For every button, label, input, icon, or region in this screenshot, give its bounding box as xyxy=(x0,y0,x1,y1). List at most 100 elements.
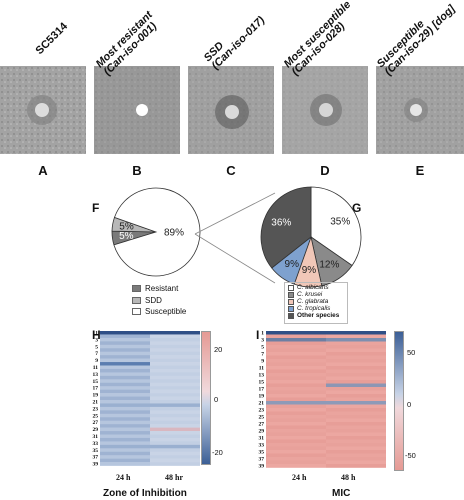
heatmap-cell xyxy=(100,420,150,425)
heatmap-cell xyxy=(326,457,386,461)
agar-plate-image xyxy=(376,66,464,154)
heatmap-cell xyxy=(326,348,386,353)
heatmap-cell xyxy=(150,434,200,439)
heatmap-cell xyxy=(100,365,150,370)
photo-panel-e xyxy=(376,66,464,154)
heatmap-cell xyxy=(266,334,326,339)
heatmap-cell xyxy=(100,462,150,466)
colorbar-h xyxy=(201,331,211,465)
heatmap-cell xyxy=(266,422,326,426)
agar-plate-image xyxy=(188,66,274,154)
heatmap-row-label: 11 xyxy=(93,365,98,371)
colorbar-h-tick: 0 xyxy=(214,395,219,404)
heatmap-row-label: 29 xyxy=(93,427,99,433)
heatmap-cell xyxy=(326,443,386,447)
heatmap-row-label: 23 xyxy=(93,406,99,412)
heatmap-row-label: 37 xyxy=(93,455,99,461)
heatmap-cell xyxy=(326,453,386,458)
heatmap-cell xyxy=(100,400,150,404)
legend-swatch xyxy=(288,284,294,291)
heatmap-cell xyxy=(100,375,150,380)
heatmap-cell xyxy=(150,379,200,384)
heatmap-i-col-label-2: 48 h xyxy=(341,473,356,482)
panel-letter-b: B xyxy=(132,163,142,178)
heatmap-h-caption: Zone of Inhibition xyxy=(103,488,187,499)
heatmap-cell xyxy=(326,383,386,388)
heatmap-cell xyxy=(150,389,200,394)
heatmap-cell xyxy=(326,366,386,370)
heatmap-cell xyxy=(150,400,200,404)
legend-item-c-krusei: C. krusei xyxy=(288,291,322,298)
heatmap-cell xyxy=(266,362,326,367)
heatmap-cell xyxy=(150,448,200,453)
heatmap-cell xyxy=(326,411,386,416)
heatmap-row-label: 17 xyxy=(93,386,99,392)
colorbar-i-tick: 0 xyxy=(407,400,412,409)
heatmap-cell xyxy=(266,415,326,419)
heatmap-cell xyxy=(100,379,150,384)
heatmap-cell xyxy=(150,331,200,335)
pie-label: 5% xyxy=(119,222,134,233)
heatmap-cell xyxy=(326,390,386,395)
heatmap-cell xyxy=(150,462,200,466)
heatmap-cell xyxy=(100,362,150,366)
panel-a-title: SC5314 xyxy=(33,20,71,57)
legend-item-resistant: Resistant xyxy=(132,284,178,293)
heatmap-cell xyxy=(150,444,200,449)
heatmap-cell xyxy=(266,394,326,398)
heatmap-cell xyxy=(150,431,200,435)
heatmap-cell xyxy=(326,373,386,377)
zoom-connector xyxy=(194,192,276,284)
heatmap-row-label: 11 xyxy=(259,366,264,372)
heatmap-cell xyxy=(326,380,386,384)
legend-swatch xyxy=(132,285,141,292)
heatmap-cell xyxy=(266,366,326,370)
heatmap-cell xyxy=(150,351,200,356)
heatmap-cell xyxy=(326,345,386,349)
heatmap-cell xyxy=(326,331,386,335)
heatmap-cell xyxy=(326,460,386,465)
heatmap-cell xyxy=(326,418,386,423)
legend-item-c-tropicalis: C. tropicalis xyxy=(288,305,330,312)
heatmap-cell xyxy=(326,341,386,346)
heatmap-cell xyxy=(100,358,150,363)
heatmap-row-label: 25 xyxy=(259,415,265,421)
heatmap-cell xyxy=(326,369,386,374)
heatmap-cell xyxy=(150,355,200,359)
heatmap-cell xyxy=(266,348,326,353)
pie-label: 9% xyxy=(285,259,300,270)
heatmap-cell xyxy=(100,444,150,449)
heatmap-cell xyxy=(150,382,200,387)
heatmap-cell xyxy=(100,344,150,349)
heatmap-row-label: 5 xyxy=(261,345,264,351)
heatmap-row-label: 23 xyxy=(259,408,265,414)
heatmap-cell xyxy=(100,458,150,463)
heatmap-cell xyxy=(266,443,326,447)
heatmap-cell xyxy=(100,382,150,387)
heatmap-cell xyxy=(150,375,200,380)
heatmap-row-label: 1 xyxy=(95,330,98,336)
heatmap-cell xyxy=(150,341,200,346)
heatmap-cell xyxy=(266,359,326,363)
heatmap-cell xyxy=(326,432,386,437)
legend-item-sdd: SDD xyxy=(132,296,162,305)
heatmap-cell xyxy=(266,387,326,391)
heatmap-cell xyxy=(326,436,386,440)
heatmap-cell xyxy=(266,369,326,374)
heatmap-cell xyxy=(150,441,200,446)
colorbar-h-tick: -20 xyxy=(212,448,223,457)
heatmap-cell xyxy=(326,362,386,367)
heatmap-cell xyxy=(266,450,326,454)
heatmap-cell xyxy=(326,397,386,402)
panel-letter-f: F xyxy=(92,201,100,215)
heatmap-cell xyxy=(266,383,326,388)
heatmap-cell xyxy=(150,420,200,425)
heatmap-cell xyxy=(100,427,150,432)
heatmap-cell xyxy=(326,352,386,356)
heatmap-row-label: 5 xyxy=(95,344,98,350)
heatmap-cell xyxy=(100,431,150,435)
heatmap-cell xyxy=(150,427,200,432)
pie-label: 35% xyxy=(330,217,350,228)
heatmap-cell xyxy=(100,413,150,418)
